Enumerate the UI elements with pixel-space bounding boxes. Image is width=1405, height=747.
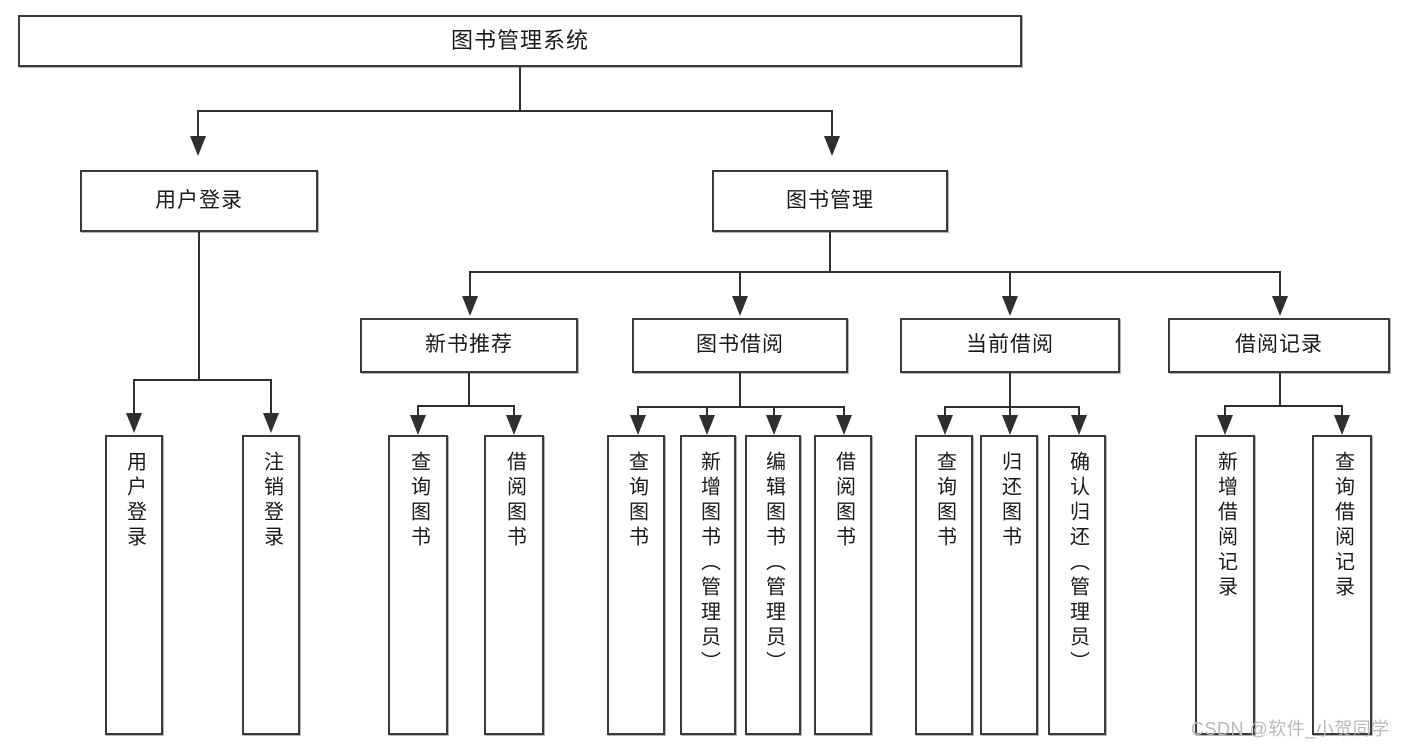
edge-newbook-stem: [468, 373, 470, 405]
edge-record-bus: [1224, 405, 1342, 407]
edge-current-bus: [944, 406, 1078, 408]
arrow-bookmgmt-to-newbook: [462, 296, 478, 316]
edge-current-to-leaf0: [944, 406, 946, 417]
edge-record-to-leaf1: [1341, 405, 1343, 417]
node-label: 当前借阅: [966, 333, 1054, 357]
edge-root-to-login: [197, 110, 199, 138]
arrow-current-to-leaf1: [1002, 415, 1018, 435]
arrow-borrow-to-leaf1: [699, 415, 715, 435]
node-label: 新书推荐: [425, 333, 513, 357]
edge-record-stem: [1279, 373, 1281, 405]
node-label: 查询借阅记录: [1331, 451, 1354, 601]
leaf-borrow-edit-book-admin[interactable]: 编辑图书（管理员）: [745, 435, 801, 735]
leaf-record-query-record[interactable]: 查询借阅记录: [1312, 435, 1372, 735]
node-label: 查询图书: [407, 451, 430, 551]
edge-current-stem: [1009, 373, 1011, 406]
arrow-borrow-to-leaf3: [836, 415, 852, 435]
node-book-borrow[interactable]: 图书借阅: [632, 318, 848, 373]
arrow-newbook-to-leaf0: [410, 415, 426, 435]
node-label: 注销登录: [260, 451, 283, 551]
edge-login-stem: [198, 232, 200, 379]
edge-record-to-leaf0: [1224, 405, 1226, 417]
leaf-newbook-query-book[interactable]: 查询图书: [388, 435, 448, 735]
edge-newbook-to-leaf0: [417, 405, 419, 417]
leaf-borrow-borrow-book[interactable]: 借阅图书: [814, 435, 872, 735]
edge-borrow-stem: [739, 373, 741, 406]
edge-current-to-leaf1: [1009, 406, 1011, 417]
edge-newbook-to-leaf1: [513, 405, 515, 417]
edge-root-bus: [197, 110, 833, 112]
leaf-logout[interactable]: 注销登录: [242, 435, 300, 735]
node-label: 新增图书（管理员）: [697, 451, 720, 676]
edge-current-to-leaf2: [1078, 406, 1080, 417]
edge-bookmgmt-to-newbook: [469, 271, 471, 298]
edge-root-to-bookmgmt: [831, 110, 833, 138]
arrow-root-to-bookmgmt: [824, 136, 840, 156]
node-borrow-record[interactable]: 借阅记录: [1168, 318, 1390, 373]
arrow-bookmgmt-to-record: [1272, 296, 1288, 316]
node-label: 查询图书: [933, 451, 956, 551]
arrow-login-to-leaf1: [263, 413, 279, 433]
node-label: 新增借阅记录: [1214, 451, 1237, 601]
node-label: 图书管理系统: [450, 28, 589, 54]
edge-newbook-bus: [417, 405, 515, 407]
edge-bookmgmt-to-current: [1009, 271, 1011, 298]
node-label: 用户登录: [123, 451, 146, 551]
edge-login-to-leaf0: [133, 379, 135, 415]
leaf-current-query-book[interactable]: 查询图书: [915, 435, 973, 735]
node-label: 查询图书: [625, 451, 648, 551]
edge-borrow-to-leaf0: [637, 406, 639, 417]
leaf-user-login[interactable]: 用户登录: [105, 435, 163, 735]
edge-bookmgmt-bus: [469, 271, 1280, 273]
edge-login-bus: [133, 379, 271, 381]
node-root-system[interactable]: 图书管理系统: [18, 15, 1022, 67]
arrow-borrow-to-leaf2: [766, 415, 782, 435]
arrow-root-to-login: [190, 136, 206, 156]
node-label: 编辑图书（管理员）: [762, 451, 785, 676]
edge-borrow-bus: [637, 406, 844, 408]
edge-borrow-to-leaf1: [706, 406, 708, 417]
node-new-book-recommend[interactable]: 新书推荐: [360, 318, 578, 373]
node-label: 用户登录: [155, 188, 243, 212]
arrow-current-to-leaf0: [937, 415, 953, 435]
node-label: 图书借阅: [696, 333, 784, 357]
edge-login-to-leaf1: [270, 379, 272, 415]
arrow-record-to-leaf0: [1217, 415, 1233, 435]
leaf-current-confirm-return-admin[interactable]: 确认归还（管理员）: [1048, 435, 1106, 735]
arrow-login-to-leaf0: [126, 413, 142, 433]
node-label: 图书管理: [786, 188, 874, 212]
edge-root-stem: [519, 67, 521, 110]
node-book-management[interactable]: 图书管理: [712, 170, 948, 232]
node-label: 确认归还（管理员）: [1066, 451, 1089, 676]
arrow-record-to-leaf1: [1334, 415, 1350, 435]
arrow-bookmgmt-to-current: [1002, 296, 1018, 316]
leaf-borrow-query-book[interactable]: 查询图书: [607, 435, 665, 735]
leaf-record-add-record[interactable]: 新增借阅记录: [1195, 435, 1255, 735]
node-label: 借阅记录: [1235, 333, 1323, 357]
edge-bookmgmt-to-record: [1279, 271, 1281, 298]
node-user-login[interactable]: 用户登录: [80, 170, 318, 232]
edge-bookmgmt-stem: [829, 232, 831, 271]
leaf-current-return-book[interactable]: 归还图书: [980, 435, 1038, 735]
leaf-newbook-borrow-book[interactable]: 借阅图书: [484, 435, 544, 735]
arrow-bookmgmt-to-borrow: [732, 296, 748, 316]
arrow-borrow-to-leaf0: [630, 415, 646, 435]
arrow-current-to-leaf2: [1071, 415, 1087, 435]
arrow-newbook-to-leaf1: [506, 415, 522, 435]
edge-bookmgmt-to-borrow: [739, 271, 741, 298]
leaf-borrow-add-book-admin[interactable]: 新增图书（管理员）: [680, 435, 736, 735]
edge-borrow-to-leaf3: [843, 406, 845, 417]
node-label: 借阅图书: [832, 451, 855, 551]
node-label: 归还图书: [998, 451, 1021, 551]
node-current-borrow[interactable]: 当前借阅: [900, 318, 1120, 373]
edge-borrow-to-leaf2: [773, 406, 775, 417]
node-label: 借阅图书: [503, 451, 526, 551]
